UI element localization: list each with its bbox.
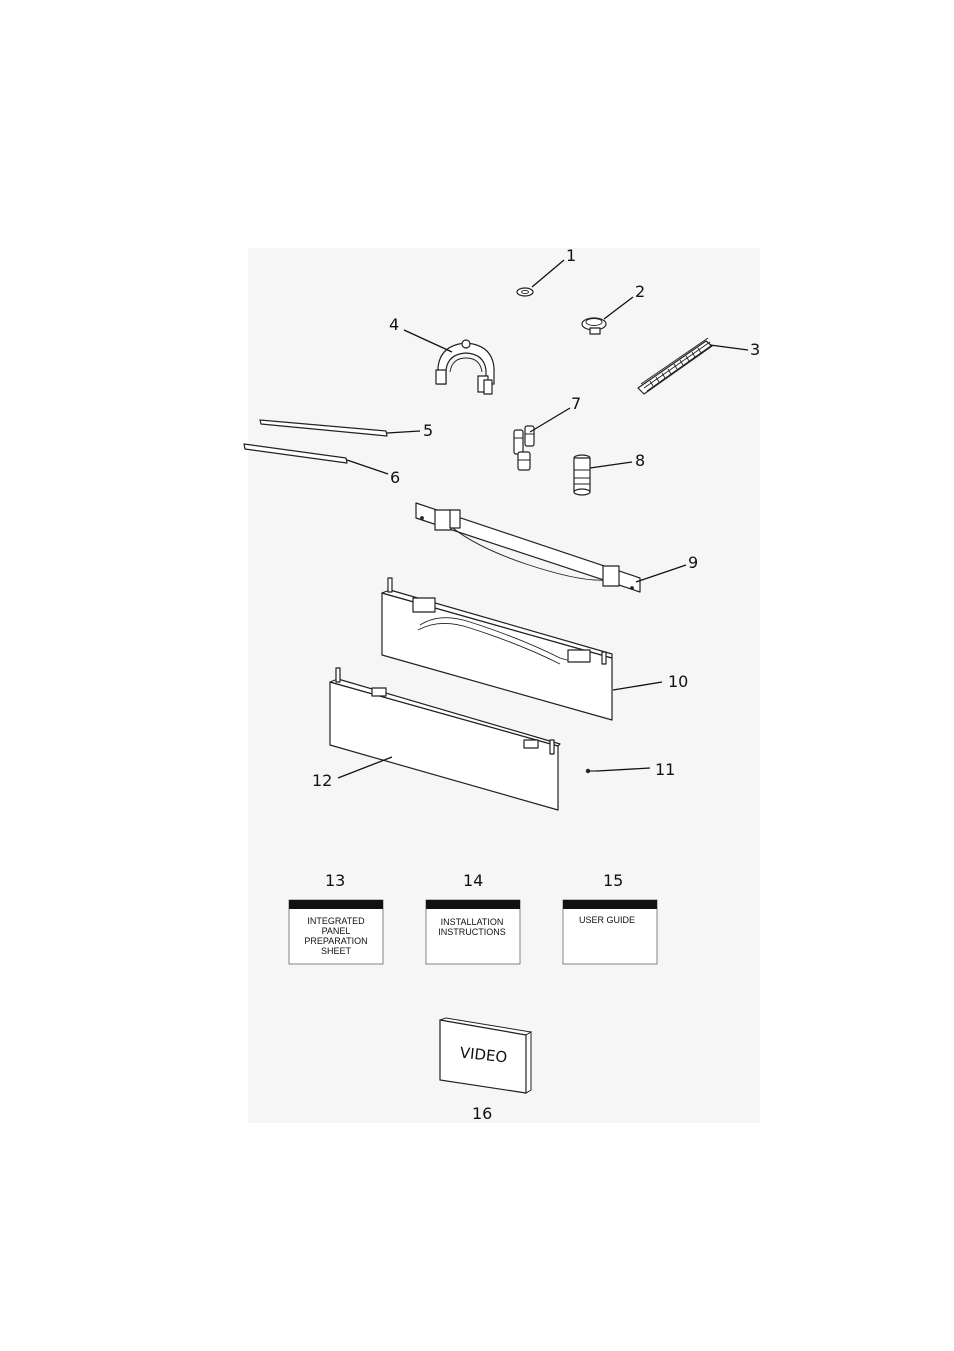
- callout-15: 15: [603, 871, 623, 890]
- part-2-hose-clip: [581, 317, 607, 335]
- booklet-13-integrated-panel-sheet: INTEGRATED PANEL PREPARATION SHEET: [288, 899, 384, 965]
- callout-9: 9: [688, 553, 698, 572]
- callout-3: 3: [750, 340, 760, 359]
- part-1-washer: [516, 287, 534, 297]
- leader-9: [635, 564, 687, 583]
- part-6-strip: [243, 443, 348, 464]
- part-9-mounting-plate: [415, 502, 641, 593]
- part-11-screw: [585, 768, 598, 774]
- leader-4: [403, 329, 453, 353]
- part-12-front-panel: [329, 667, 561, 811]
- leader-2: [603, 296, 634, 320]
- callout-2: 2: [635, 282, 645, 301]
- leader-10: [612, 681, 663, 691]
- part-8-hose-connector: [573, 454, 591, 496]
- booklet-14-line-1: INSTALLATION: [441, 917, 504, 927]
- booklet-13-line-2: PANEL: [322, 926, 351, 936]
- callout-5: 5: [423, 421, 433, 440]
- callout-14: 14: [463, 871, 483, 890]
- booklet-14-installation-instructions: INSTALLATION INSTRUCTIONS: [425, 899, 521, 965]
- video-label: VIDEO: [459, 1044, 508, 1067]
- booklet-13-line-3: PREPARATION: [304, 936, 367, 946]
- part-7-y-connector: [513, 425, 535, 471]
- booklet-13-line-1: INTEGRATED: [307, 916, 365, 926]
- leader-8: [589, 461, 633, 469]
- callout-11: 11: [655, 760, 675, 779]
- booklet-13-line-4: SHEET: [321, 946, 352, 956]
- booklet-14-line-2: INSTRUCTIONS: [438, 927, 506, 937]
- leader-3: [709, 344, 749, 351]
- callout-4: 4: [389, 315, 399, 334]
- callout-10: 10: [668, 672, 688, 691]
- callout-6: 6: [390, 468, 400, 487]
- callout-1: 1: [566, 246, 576, 265]
- part-4-hose-bracket: [435, 339, 495, 395]
- leader-5: [386, 430, 421, 434]
- booklet-15-line-1: USER GUIDE: [579, 915, 635, 925]
- part-5-strip: [259, 419, 388, 437]
- booklet-15-user-guide: USER GUIDE: [562, 899, 658, 965]
- video-box: VIDEO: [439, 1017, 533, 1094]
- callout-16: 16: [472, 1104, 492, 1123]
- callout-8: 8: [635, 451, 645, 470]
- leader-12: [337, 756, 393, 779]
- leader-7: [529, 407, 571, 433]
- leader-1: [531, 259, 565, 288]
- part-3-brush-strip: [637, 337, 713, 395]
- callout-7: 7: [571, 394, 581, 413]
- callout-12: 12: [312, 771, 332, 790]
- leader-6: [346, 459, 389, 475]
- part-10-panel: [381, 577, 613, 721]
- leader-11: [596, 767, 651, 772]
- callout-13: 13: [325, 871, 345, 890]
